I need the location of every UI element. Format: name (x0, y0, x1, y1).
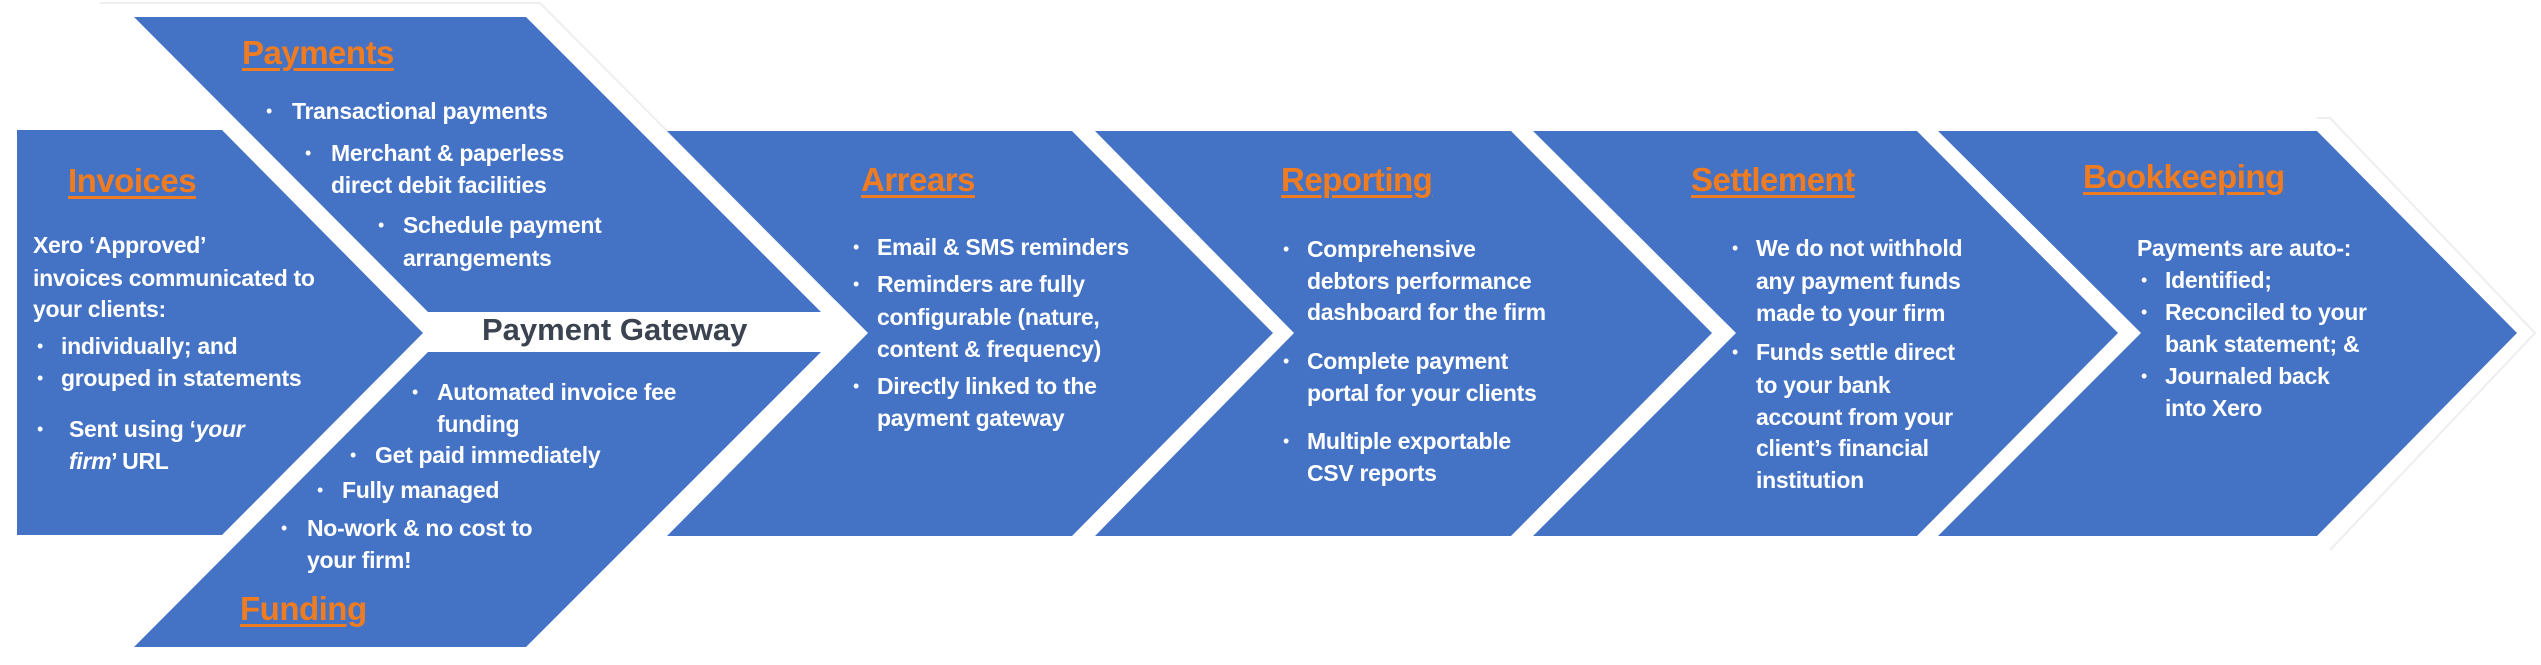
bookkeeping-title: Bookkeeping (2083, 158, 2285, 195)
bullet-icon: • (1283, 351, 1290, 371)
settlement-bullet-1-cont: made to your firm (1756, 300, 1946, 326)
settlement-bullet-1-cont: any payment funds (1756, 268, 1961, 294)
bullet-icon: • (1283, 431, 1290, 451)
settlement-bullet-2-cont: to your bank (1756, 372, 1891, 398)
sent-text: Sent using ‘ (69, 416, 196, 442)
arrears-bullet-3: Directly linked to the (877, 373, 1097, 399)
bullet-icon: • (1283, 239, 1290, 259)
bullet-icon: • (305, 143, 312, 163)
arrears-bullet-2: Reminders are fully (877, 271, 1085, 297)
invoices-bullet-1: individually; and (61, 333, 238, 359)
bookkeeping-shadow-outline (2317, 117, 2537, 551)
bookkeeping-intro: Payments are auto-: (2137, 235, 2352, 261)
payments-bullet-3: Schedule payment (403, 212, 602, 238)
bookkeeping-bullet-2-cont: bank statement; & (2165, 331, 2360, 357)
invoices-bullet-3-cont: firm’ URL (69, 445, 169, 477)
bullet-icon: • (266, 101, 273, 121)
reporting-bullet-1: Comprehensive (1307, 236, 1476, 262)
sent-italic: your (195, 416, 245, 442)
invoices-intro-line: Xero ‘Approved’ (33, 232, 207, 258)
reporting-bullet-1-cont: dashboard for the firm (1307, 299, 1546, 325)
bullet-icon: • (412, 382, 419, 402)
bullet-icon: • (1732, 238, 1739, 258)
reporting-title: Reporting (1281, 161, 1433, 198)
bullet-icon: • (37, 336, 44, 356)
funding-bullet-2: Get paid immediately (375, 442, 601, 468)
payments-bullet-1: Transactional payments (292, 98, 548, 124)
arrears-bullet-2-cont: configurable (nature, (877, 304, 1100, 330)
payment-gateway-label: Payment Gateway (482, 312, 748, 347)
bookkeeping-bullet-3: Journaled back (2165, 363, 2330, 389)
invoices-shape (17, 130, 423, 535)
payments-bullet-2: Merchant & paperless (331, 140, 565, 166)
reporting-bullet-2: Complete payment (1307, 348, 1508, 374)
bullet-icon: • (1732, 342, 1739, 362)
bullet-icon: • (317, 480, 324, 500)
reporting-bullet-3: Multiple exportable (1307, 428, 1511, 454)
bullet-icon: • (37, 419, 44, 439)
settlement-title: Settlement (1691, 161, 1855, 198)
arrears-title: Arrears (861, 161, 975, 198)
payments-title: Payments (242, 34, 394, 71)
bullet-icon: • (853, 237, 860, 257)
funding-shape (134, 352, 821, 647)
bullet-icon: • (281, 518, 288, 538)
invoices-bullet-2: grouped in statements (61, 365, 302, 391)
settlement-bullet-2-cont: client’s financial (1756, 435, 1929, 461)
bullet-icon: • (2141, 270, 2148, 290)
sent-text: ’ URL (111, 448, 169, 474)
bullet-icon: • (2141, 302, 2148, 322)
invoices-bullet-3: Sent using ‘your (69, 413, 245, 445)
invoices-title: Invoices (68, 162, 197, 199)
bullet-icon: • (37, 368, 44, 388)
reporting-bullet-3-cont: CSV reports (1307, 460, 1437, 486)
bookkeeping-chevron (1938, 131, 2517, 536)
reporting-bullet-2-cont: portal for your clients (1307, 380, 1537, 406)
settlement-bullet-1: We do not withhold (1756, 235, 1963, 261)
funding-title: Funding (240, 590, 367, 627)
invoices-intro-line: your clients: (33, 296, 166, 322)
funding-bullet-1-cont: funding (437, 411, 520, 437)
arrears-bullet-2-cont: content & frequency) (877, 336, 1102, 362)
settlement-bullet-2-cont: account from your (1756, 404, 1953, 430)
payments-shape (134, 17, 821, 312)
bullet-icon: • (2141, 366, 2148, 386)
bullet-icon: • (853, 274, 860, 294)
sent-italic: firm (69, 448, 112, 474)
settlement-bullet-2-cont: institution (1756, 467, 1864, 493)
bullet-icon: • (853, 376, 860, 396)
bookkeeping-bullet-1: Identified; (2165, 267, 2272, 293)
funding-bullet-4: No-work & no cost to (307, 515, 533, 541)
funding-bullet-3: Fully managed (342, 477, 500, 503)
payments-bullet-3-cont: arrangements (403, 245, 552, 271)
arrears-chevron (667, 131, 1273, 536)
bookkeeping-bullet-3-cont: into Xero (2165, 395, 2262, 421)
bullet-icon: • (350, 445, 357, 465)
settlement-chevron (1533, 131, 2118, 536)
reporting-chevron (1095, 131, 1712, 536)
arrears-bullet-3-cont: payment gateway (877, 405, 1065, 431)
bookkeeping-bullet-2: Reconciled to your (2165, 299, 2367, 325)
invoices-intro-line: invoices communicated to (33, 265, 315, 291)
funding-bullet-4-cont: your firm! (307, 547, 412, 573)
funding-bullet-1: Automated invoice fee (437, 379, 677, 405)
bullet-icon: • (378, 215, 385, 235)
payments-bullet-2-cont: direct debit facilities (331, 172, 547, 198)
reporting-bullet-1-cont: debtors performance (1307, 268, 1532, 294)
settlement-bullet-2: Funds settle direct (1756, 339, 1955, 365)
arrears-bullet-1: Email & SMS reminders (877, 234, 1129, 260)
